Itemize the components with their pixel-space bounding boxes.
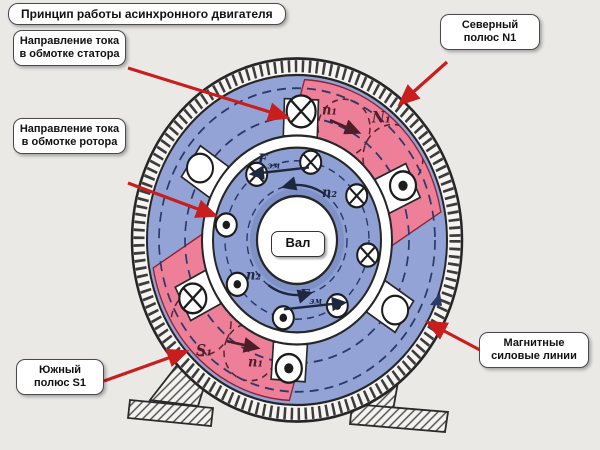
force-label-bottom: Fэм — [299, 287, 322, 306]
rotor-conductor-cross — [356, 242, 380, 268]
foot-left-base — [127, 399, 214, 427]
rotor-conductor-circle-dashed — [224, 160, 370, 320]
stator-conductor-cross-top — [285, 94, 317, 129]
field-speed-arrow-top — [329, 118, 362, 135]
field-speed-label-top: n₁ — [322, 102, 337, 119]
field-line-direction-arrowhead — [430, 292, 442, 306]
stator-conductor-dot-right — [388, 170, 418, 202]
rotor-conductor-dot — [271, 305, 295, 331]
rotor-conductors — [214, 149, 380, 331]
shaft-label: Вал — [271, 231, 325, 257]
rotor-conductor-cross — [299, 149, 323, 175]
rotor-speed-label-top: n₂ — [322, 185, 337, 202]
rotor-speed-label-bottom: n₂ — [246, 267, 261, 284]
callout-arrow-stator-current — [127, 66, 291, 121]
stator-conductor-cross-lower-left — [178, 282, 208, 315]
rotor-conductor-dot — [214, 212, 238, 238]
callout-arrow-rotor-current — [127, 181, 219, 218]
callout-arrow-north-pole — [397, 60, 449, 107]
page-title: Принцип работы асинхронного двигателя — [8, 3, 286, 26]
callout-arrows — [103, 60, 481, 383]
north-pole-label: N₁ — [371, 109, 391, 127]
callout-south-pole: Южный полюс S1 — [16, 359, 104, 396]
rotor-conductor-dot — [225, 271, 249, 297]
force-arrow-top — [248, 165, 310, 180]
callout-rotor-current: Направление тока в обмотке ротора — [13, 118, 126, 155]
callout-arrow-south-pole — [103, 348, 190, 383]
callout-stator-current: Направление тока в обмотке статора — [13, 30, 126, 67]
housing-hatch-ticks — [133, 60, 461, 420]
stator-conductor-empty-upper-left — [186, 152, 214, 184]
rotor-conductor-cross — [345, 183, 369, 209]
stator-conductor-dot-bottom — [274, 352, 303, 384]
field-speed-label-bottom: n₁ — [248, 354, 263, 371]
south-pole-label: S₁ — [196, 342, 212, 360]
rotor-conductor-dot — [325, 293, 349, 319]
field-speed-arrow-bottom — [226, 337, 261, 353]
foot-right-base — [349, 403, 450, 433]
stator-conductors — [178, 94, 418, 384]
force-arrow-bottom — [283, 296, 348, 312]
rotor-speed-arrow-top — [280, 176, 327, 196]
callout-north-pole: Северный полюс N1 — [440, 14, 540, 51]
stator-conductor-empty-lower-right — [381, 294, 410, 326]
magnetic-field-line-outer — [158, 87, 436, 393]
callout-magnetic-lines: Магнитные силовые линии — [479, 332, 589, 369]
rotor-speed-arrow-bottom — [267, 284, 314, 304]
callout-arrow-magnetic-lines — [424, 320, 481, 352]
force-label-top: Fэм — [257, 152, 280, 171]
